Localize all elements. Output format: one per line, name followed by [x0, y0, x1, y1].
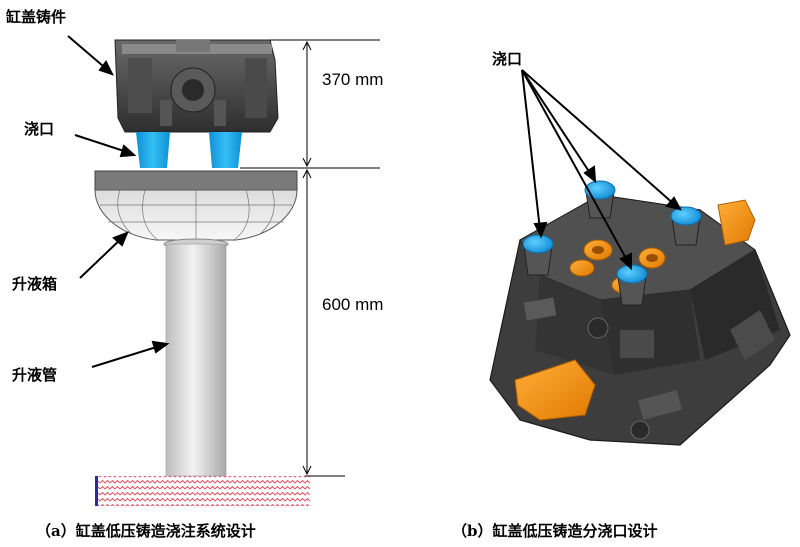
dimension-top: 370 mm	[322, 70, 384, 89]
casting-block-a	[114, 39, 279, 133]
arrows-a	[67, 35, 170, 368]
arrows-b	[521, 69, 682, 271]
dimension-bottom: 600 mm	[322, 295, 384, 314]
riser-tube-label: 升液管	[12, 366, 58, 384]
caption-b: （b）缸盖低压铸造分浇口设计	[452, 522, 658, 540]
gates-a	[136, 132, 242, 168]
gate-label-a: 浇口	[24, 120, 55, 138]
riser-box-label: 升液箱	[12, 275, 58, 293]
dimension-lines	[240, 39, 380, 477]
riser-box	[94, 170, 298, 250]
casting-label: 缸盖铸件	[6, 8, 67, 26]
riser-tube	[165, 243, 227, 477]
casting-isometric-b	[489, 194, 791, 446]
caption-a: （a）缸盖低压铸造浇注系统设计	[36, 522, 256, 540]
gate-label-b: 浇口	[492, 50, 523, 68]
metal-bath	[95, 476, 310, 506]
